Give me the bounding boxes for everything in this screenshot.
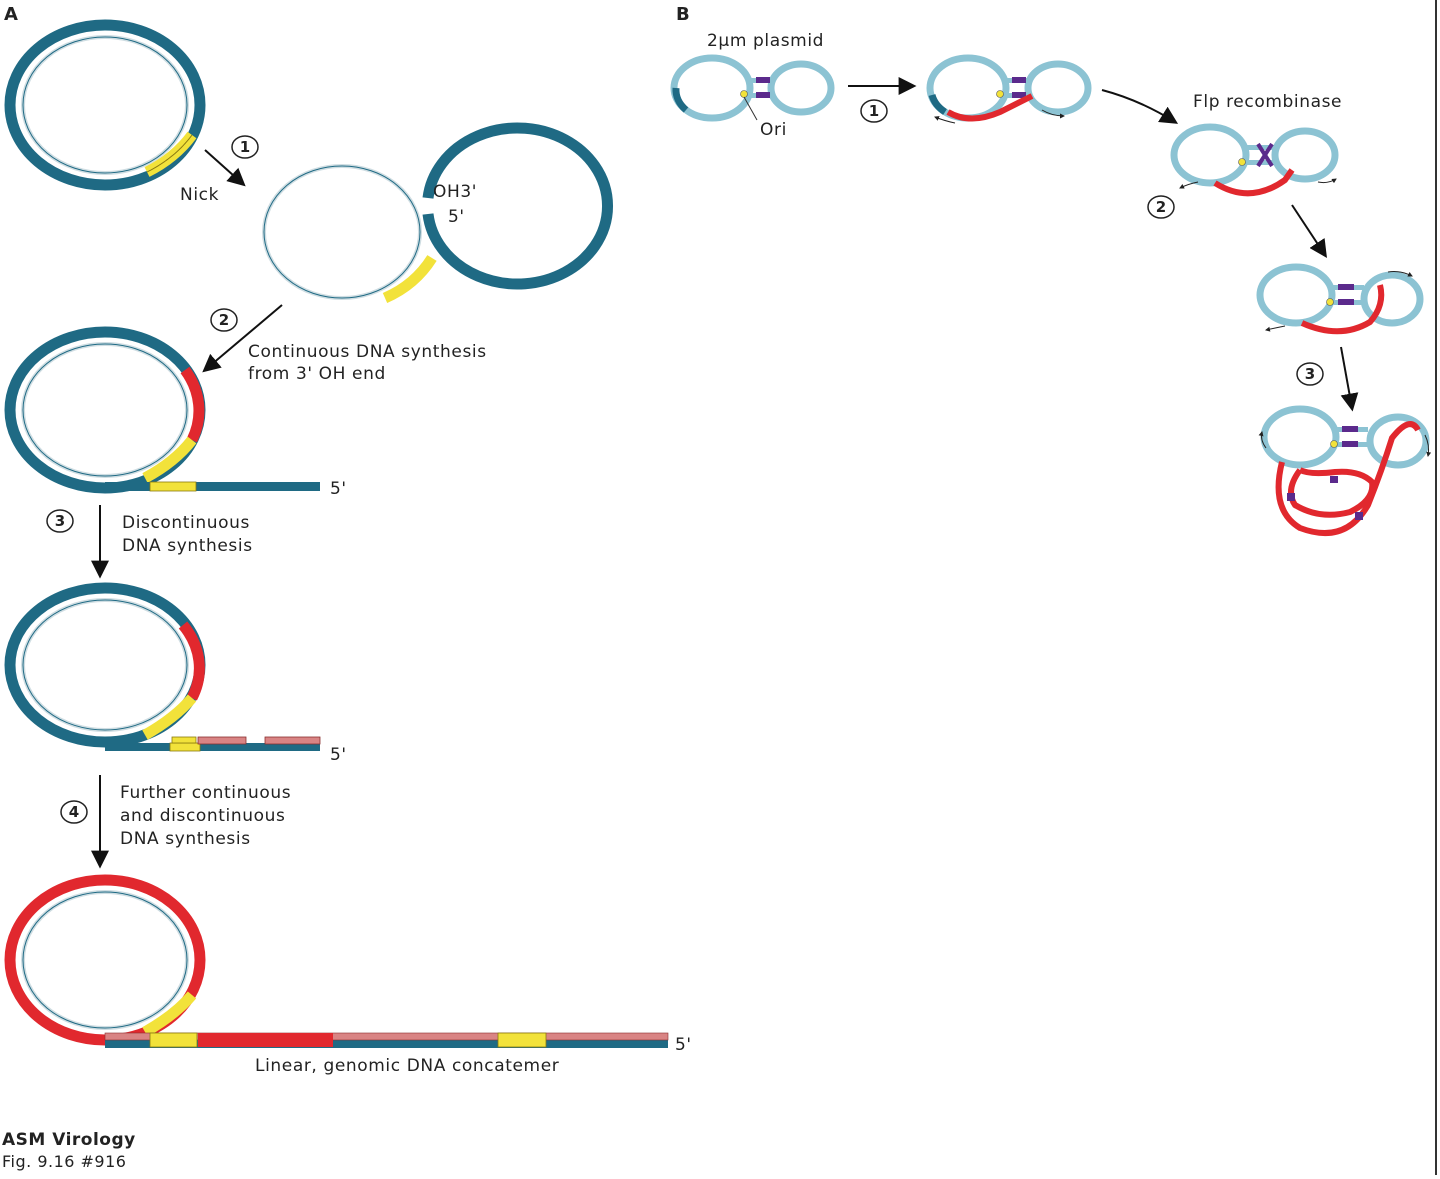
- svg-text:1: 1: [869, 102, 879, 120]
- ori-pointer: [743, 96, 758, 121]
- continuous-synthesis-line1: Continuous DNA synthesis: [248, 342, 487, 362]
- svg-text:2: 2: [1156, 198, 1166, 216]
- svg-text:2: 2: [219, 311, 229, 329]
- a-step1-badge: 1: [231, 135, 259, 159]
- further-line2: and discontinuous: [120, 806, 285, 826]
- b-plasmid-1: [670, 54, 835, 122]
- b-arrow-4: [1340, 346, 1359, 412]
- a-arrow-2: [202, 304, 283, 373]
- continuous-synthesis-line2: from 3' OH end: [248, 364, 386, 384]
- b-step2-badge: 2: [1147, 195, 1175, 219]
- a-step3-badge: 3: [46, 509, 74, 533]
- nick-label: Nick: [180, 185, 219, 205]
- a-step4-badge: 4: [60, 800, 88, 824]
- discontinuous-line1: Discontinuous: [122, 513, 250, 533]
- b-step3-badge: 3: [1296, 362, 1324, 386]
- further-line1: Further continuous: [120, 783, 291, 803]
- five-prime-label-stage5: 5': [675, 1035, 692, 1055]
- b-plasmid-2: [926, 54, 1092, 124]
- plasmid-label: 2µm plasmid: [707, 31, 824, 51]
- five-prime-label-stage4: 5': [330, 745, 347, 765]
- footer-title: ASM Virology: [2, 1130, 136, 1150]
- discontinuous-line2: DNA synthesis: [122, 536, 253, 556]
- b-arrow-2: [1101, 89, 1179, 124]
- b-plasmid-3: [1170, 123, 1339, 197]
- a-stage2-circle: [262, 122, 614, 304]
- a-stage4-rolling-circle: [4, 582, 321, 752]
- footer-figure-number: Fig. 9.16 #916: [2, 1152, 126, 1171]
- panel-b-letter: B: [676, 4, 690, 25]
- ori-label: Ori: [760, 120, 787, 140]
- svg-text:3: 3: [1305, 365, 1315, 383]
- five-prime-label-stage3: 5': [330, 479, 347, 499]
- svg-text:4: 4: [69, 803, 79, 821]
- a-arrow-1: [204, 149, 246, 187]
- b-step1-badge: 1: [860, 99, 888, 123]
- b-plasmid-4: [1256, 263, 1424, 335]
- b-arrow-3: [1291, 204, 1327, 259]
- a-stage1-circle: [4, 19, 206, 191]
- panel-a-letter: A: [4, 4, 18, 25]
- a-stage3-rolling-circle: [4, 326, 320, 494]
- further-line3: DNA synthesis: [120, 829, 251, 849]
- svg-text:1: 1: [240, 138, 250, 156]
- b-plasmid-5: [1258, 405, 1432, 537]
- five-prime-label-stage2: 5': [448, 207, 465, 227]
- concatemer-label: Linear, genomic DNA concatemer: [255, 1056, 559, 1076]
- oh3-label: OH3': [433, 182, 477, 202]
- svg-text:3: 3: [55, 512, 65, 530]
- a-stage5-concatemer: [4, 874, 669, 1048]
- flp-recombinase-label: Flp recombinase: [1193, 92, 1342, 112]
- a-step2-badge: 2: [210, 308, 238, 332]
